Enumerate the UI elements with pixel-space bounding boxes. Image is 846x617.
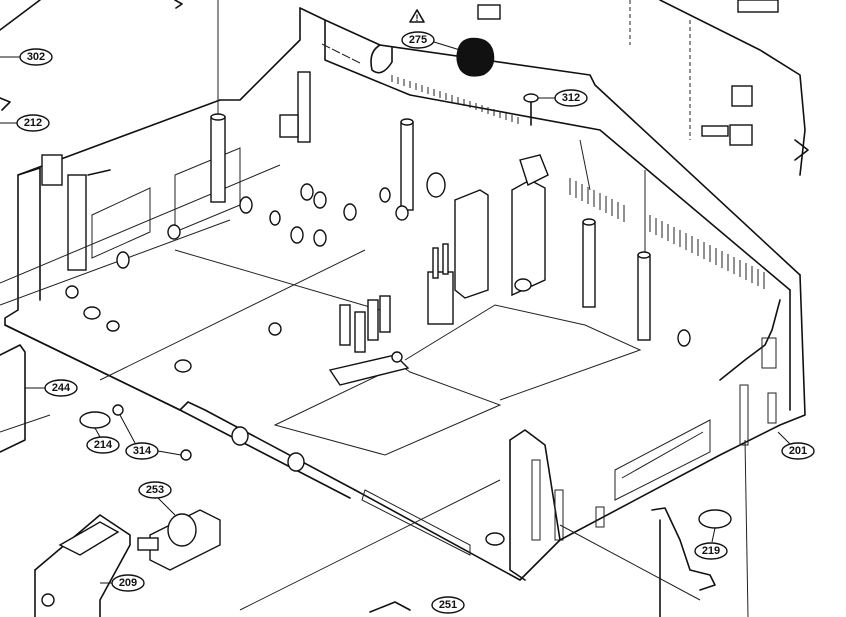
tall-post-left	[210, 113, 226, 203]
svg-text:314: 314	[133, 445, 152, 457]
screw-314	[112, 404, 192, 461]
svg-text:212: 212	[24, 117, 42, 129]
callout-314: 314	[119, 414, 182, 460]
post-center-rear	[400, 118, 414, 211]
part-275-knob	[456, 37, 495, 77]
post-right-1	[582, 218, 596, 308]
svg-text:253: 253	[146, 484, 164, 496]
part-219-disc-right	[698, 509, 732, 529]
part-253-potentiometer	[137, 509, 221, 571]
post-left-vertical	[297, 71, 311, 143]
svg-text:201: 201	[789, 445, 807, 457]
callout-251: 251	[431, 596, 465, 614]
chassis-front-right-wall	[509, 429, 605, 581]
capacitor-part	[426, 172, 446, 198]
part-214-disc	[79, 411, 111, 429]
svg-text:244: 244	[52, 382, 71, 394]
svg-text:209: 209	[119, 577, 137, 589]
svg-text:302: 302	[27, 51, 45, 63]
chassis-right-wall	[559, 274, 806, 541]
module-upper-left	[279, 114, 299, 138]
screw-312	[523, 93, 539, 126]
rear-vent-slots	[321, 43, 765, 289]
leader-lines	[0, 0, 749, 617]
svg-text:251: 251	[439, 599, 457, 611]
callout-201: 201	[777, 431, 815, 460]
callout-253: 253	[138, 481, 176, 516]
top-right-bracket	[477, 0, 809, 176]
top-left-bracket	[0, 0, 183, 111]
bracket-center-right	[511, 154, 549, 297]
part-244-panel	[0, 344, 26, 453]
callout-209: 209	[100, 574, 145, 592]
clip-lower-right	[651, 507, 716, 617]
chassis-base-plate	[4, 249, 642, 581]
chassis-rear-wall	[219, 7, 801, 291]
callout-212: 212	[0, 114, 50, 132]
callout-219: 219	[694, 527, 728, 560]
svg-text:219: 219	[702, 545, 720, 557]
post-right-2	[637, 251, 651, 341]
warning-triangle-icon: !	[409, 9, 425, 23]
svg-text:!: !	[416, 13, 419, 23]
svg-text:275: 275	[409, 34, 427, 46]
svg-text:214: 214	[94, 439, 113, 451]
callout-214: 214	[86, 427, 120, 454]
connector-block-center	[427, 189, 489, 325]
callout-244: 244	[25, 379, 78, 397]
svg-text:312: 312	[562, 92, 580, 104]
center-cluster	[328, 295, 410, 386]
part-209-bracket	[34, 514, 131, 617]
part-251-bottom	[369, 601, 411, 613]
callout-312: 312	[538, 89, 588, 107]
callout-275: 275	[401, 31, 461, 51]
small-bosses	[65, 183, 691, 546]
callout-302: 302	[0, 48, 53, 66]
mounting-posts	[65, 71, 691, 546]
